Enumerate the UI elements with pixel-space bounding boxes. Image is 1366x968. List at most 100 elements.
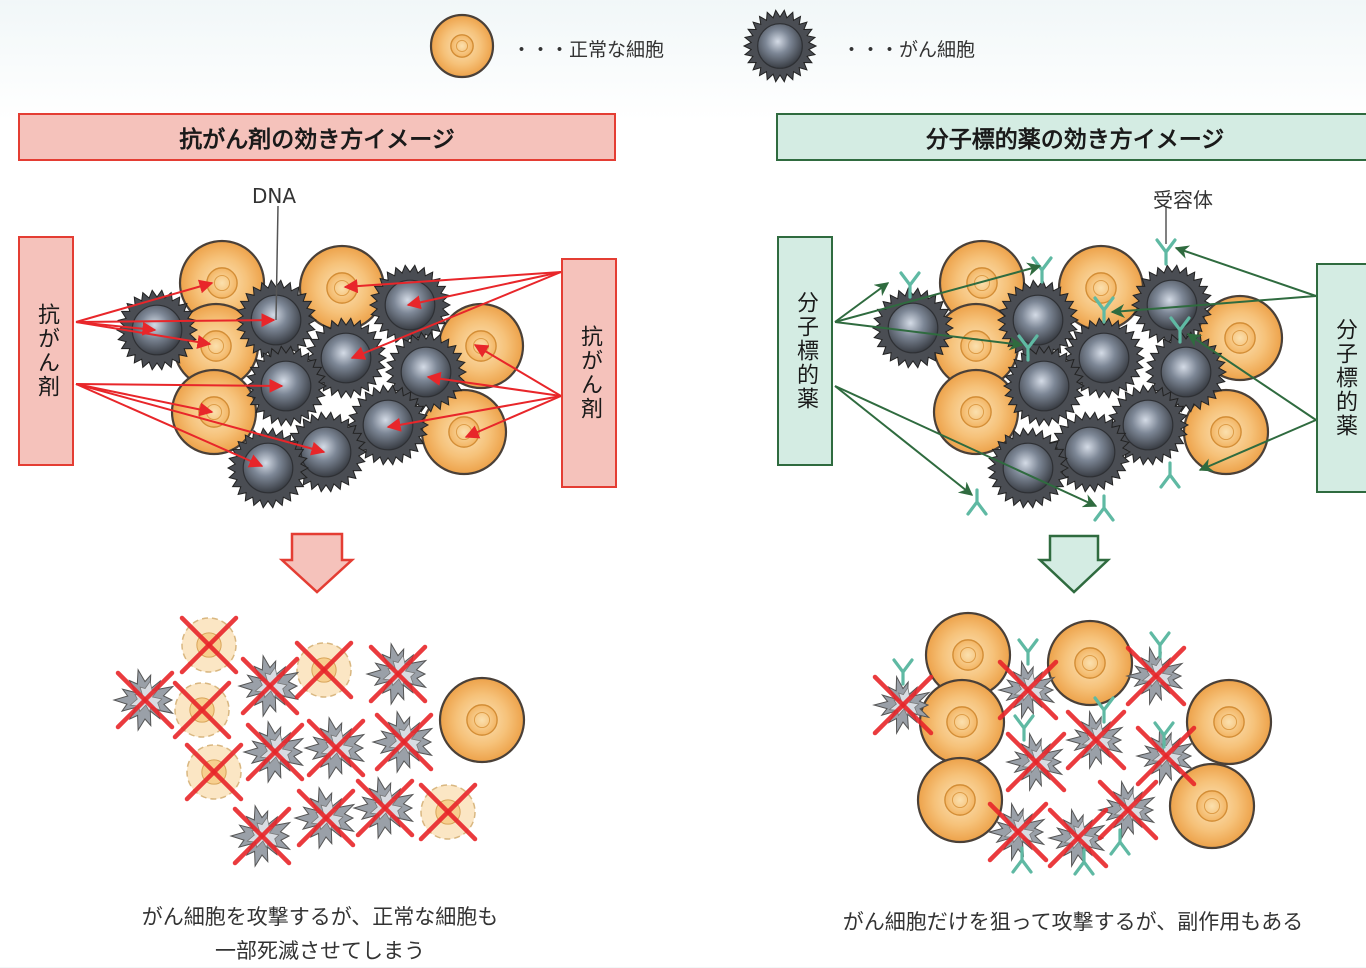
normal-cell-inner-ring [953, 713, 971, 731]
cancer-cell [1106, 384, 1190, 466]
normal-cell-inner-ring [967, 403, 985, 421]
red-arrow-right-5 [386, 395, 562, 432]
right-drug-box-right: 分子標的薬 [1316, 263, 1366, 493]
cross-stroke-b [184, 742, 244, 802]
red-cross-mark [240, 656, 300, 716]
receptor-icon [892, 658, 914, 686]
green-arrow-left-0 [834, 282, 890, 323]
cancer-cell-core [757, 23, 803, 69]
cross-stroke-b [1047, 807, 1109, 869]
normal-cell-nucleus [1074, 647, 1106, 679]
cancer-cell-core [131, 304, 183, 356]
normal-cell-nucleus [952, 639, 984, 671]
receptor-shape [892, 658, 914, 686]
cancer-cell-core [1078, 332, 1130, 384]
normal-cell-inner-ring [1217, 423, 1235, 441]
normal-cell [932, 368, 1020, 456]
cancer-cell [1002, 345, 1086, 427]
green-arrow-right-1 [1110, 295, 1317, 318]
normal-cell-inner-ring [1231, 329, 1249, 347]
normal-cell [918, 678, 1006, 766]
red-cross-mark [115, 670, 175, 730]
right-caption: がん細胞だけを狙って攻撃するが、副作用もある [842, 910, 1304, 934]
cross-stroke-b [1005, 731, 1067, 793]
red-arrow-left-6 [75, 383, 264, 468]
normal-cell-inner-ring [1092, 279, 1110, 297]
normal-cell-inner-ring [473, 711, 491, 729]
cancer-cell-core [300, 426, 352, 478]
right-down-arrow [1036, 534, 1112, 594]
normal-cell-inner-ring [1220, 713, 1238, 731]
receptor-shape [1109, 828, 1131, 856]
legend-normal-label: ・・・正常な細胞 [512, 39, 665, 61]
normal-cell-nucleus [1224, 322, 1256, 354]
red-cross-mark [245, 722, 305, 782]
right-drug-label-left: 分子標的薬 [793, 291, 818, 411]
normal-cell-nucleus [960, 330, 992, 362]
receptor-shape [1149, 631, 1171, 659]
red-cross-mark [1097, 779, 1159, 841]
normal-cell [438, 676, 526, 764]
receptor-icon [899, 271, 921, 299]
normal-cell-nucleus [200, 330, 232, 362]
receptor-icon [1093, 494, 1115, 522]
right-panel-title: 分子標的薬の効き方イメージ [776, 113, 1366, 161]
receptor-shape [1169, 316, 1191, 344]
cross-stroke-b [240, 656, 300, 716]
receptor-shape [1013, 714, 1035, 742]
red-arrow-left-2 [75, 313, 276, 328]
cross-stroke-b [355, 778, 415, 838]
receptor-shape [1073, 848, 1095, 876]
red-arrow-left-7 [75, 383, 326, 456]
green-arrow-left-2 [834, 321, 1024, 351]
right-title-text: 分子標的薬の効き方イメージ [925, 127, 1225, 153]
normal-cell-nucleus [465, 330, 497, 362]
left-drug-box-left: 抗がん剤 [18, 236, 74, 466]
receptor-icon [1159, 461, 1181, 489]
red-cross-mark [294, 640, 354, 700]
cross-stroke-b [1065, 709, 1127, 771]
normal-cell-inner-ring [1081, 654, 1099, 672]
red-cross-mark [872, 674, 934, 736]
normal-cell-inner-ring [213, 274, 231, 292]
receptor-shape [899, 271, 921, 299]
dna-label: DNA [252, 184, 297, 208]
red-cross-mark [1065, 709, 1127, 771]
right-drug-label-right: 分子標的薬 [1332, 318, 1357, 438]
cross-stroke-b [997, 659, 1059, 721]
cross-stroke-b [374, 712, 434, 772]
red-cross-mark [987, 801, 1049, 863]
green-arrow-right-0 [1174, 245, 1317, 297]
left-drug-box-right: 抗がん剤 [561, 258, 617, 488]
receptor-icon [1109, 828, 1131, 856]
red-cross-mark [1135, 725, 1197, 787]
receptor-icon [1093, 296, 1115, 324]
receptor-shape [1093, 296, 1115, 324]
cross-stroke-b [368, 644, 428, 704]
cancer-cell [1144, 331, 1228, 413]
cancer-cell [742, 9, 818, 83]
cancer-cell-core [1160, 346, 1212, 398]
cancer-cell-core [362, 399, 414, 451]
normal-cell-nucleus [946, 706, 978, 738]
normal-cell-nucleus [326, 272, 358, 304]
receptor-shape [1155, 238, 1177, 266]
left-drug-label-left: 抗がん剤 [34, 303, 59, 399]
legend-cancer-label: ・・・がん細胞 [842, 39, 976, 61]
red-cross-mark [997, 659, 1059, 721]
red-cross-mark [418, 782, 478, 842]
cancer-cell-core [1064, 426, 1116, 478]
cross-stroke-b [232, 806, 292, 866]
cancer-cell-core [400, 346, 452, 398]
normal-cell-nucleus [1210, 416, 1242, 448]
cross-stroke-b [294, 640, 354, 700]
receptor-icon [1017, 334, 1039, 362]
red-cross-mark [184, 742, 244, 802]
receptor-shape [1159, 461, 1181, 489]
red-cross-mark [355, 778, 415, 838]
cancer-cell [244, 345, 328, 427]
receptor-label: 受容体 [1153, 188, 1213, 212]
receptor-icon [1011, 846, 1033, 874]
normal-cell [1185, 678, 1273, 766]
